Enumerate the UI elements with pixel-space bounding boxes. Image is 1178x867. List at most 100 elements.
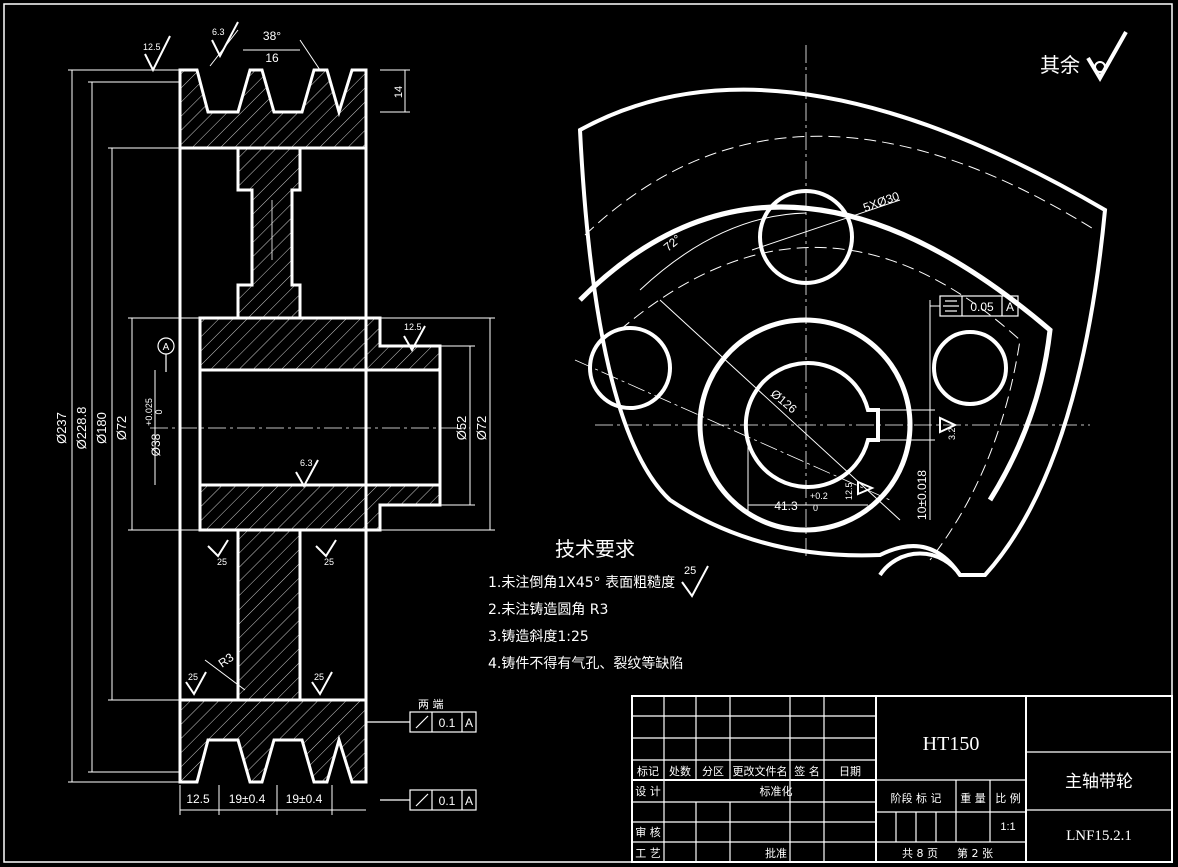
tech-req-item-4: 4.铸件不得有气孔、裂纹等缺陷 (488, 655, 683, 672)
runout-callouts: 两 端 0.1 A 0.1 A (366, 698, 477, 811)
header-zone: 分区 (702, 765, 724, 778)
rim-bottom (178, 698, 368, 784)
tech-requirements: 技术要求 1.未注倒角1X45° 表面粗糙度 2.未注铸造圆角 R3 3.铸造斜… (488, 537, 709, 672)
roughness-3-2: 3.2 (947, 427, 957, 440)
dimension-texts-left: Ø237 Ø228.8 Ø180 Ø72 Ø38 +0.025 0 Ø52 Ø7… (54, 29, 489, 806)
standardization-label: 标准化 (760, 784, 793, 798)
part-name: 主轴带轮 (1065, 772, 1133, 792)
drawing-number: LNF15.2.1 (1066, 828, 1132, 844)
stage-label: 阶段 标 记 (891, 791, 942, 805)
scale-label: 比 例 (995, 791, 1021, 805)
dim-d72-right: Ø72 (474, 416, 489, 441)
datum-a: A (157, 337, 175, 372)
outer-rim (577, 87, 1108, 577)
bore-keyway (743, 361, 880, 489)
hole-bottom (878, 551, 962, 577)
runout-value-1: 0.1 (439, 716, 456, 730)
symmetry-datum: A (1006, 300, 1014, 314)
roughness-25-d: 25 (314, 672, 324, 682)
header-sign: 签 名 (794, 764, 820, 778)
weight-label: 重 量 (960, 791, 986, 805)
header-count: 处数 (669, 765, 691, 778)
runout-icon (415, 715, 429, 729)
dim-d38: Ø38 (149, 433, 163, 456)
other-roughness: 其余 (1040, 31, 1128, 82)
pitch-dia: Ø126 (768, 387, 800, 417)
sheet-label: 第 2 张 (957, 846, 993, 860)
roughness-25-c: 25 (188, 672, 198, 682)
dimension-lines-left (68, 29, 495, 815)
rim-top (178, 68, 368, 150)
roughness-12-5-top: 12.5 (143, 42, 161, 52)
holes-callout: 5XØ30 (861, 189, 901, 215)
dim-d52: Ø52 (454, 416, 469, 441)
keyway-width: 10±0.018 (915, 470, 929, 520)
header-mark: 标记 (637, 764, 659, 778)
keyway-depth: 41.3 (774, 499, 798, 513)
header-date: 日期 (839, 765, 861, 778)
dim-d72: Ø72 (114, 416, 129, 441)
dim-d180: Ø180 (94, 412, 109, 444)
end-view-texts: 5XØ30 72° Ø126 41.3 +0.2 0 10±0.018 (661, 189, 929, 520)
dim-d38-tol-upper: +0.025 (144, 398, 154, 426)
roughness-6-3-top: 6.3 (212, 27, 225, 37)
inner-rim (578, 204, 1053, 502)
title-block (631, 695, 1173, 863)
runout-value-2: 0.1 (439, 794, 456, 808)
tech-req-item-3: 3.铸造斜度1:25 (488, 629, 589, 645)
runout-datum-1: A (465, 716, 473, 730)
approve-label: 批准 (765, 846, 787, 860)
roughness-25-a: 25 (217, 557, 227, 567)
symmetry-icon (943, 300, 959, 312)
review-label: 审 核 (635, 825, 661, 839)
hub-lower (198, 483, 442, 532)
dim-d228: Ø228.8 (74, 407, 89, 450)
process-label: 工 艺 (635, 847, 661, 860)
tech-req-title: 技术要求 (555, 537, 635, 561)
hole-right (932, 330, 1008, 406)
bore (198, 368, 442, 487)
roughness-25-b: 25 (324, 557, 334, 567)
sheets-label: 共 8 页 (902, 847, 938, 860)
dim-d38-tol-lower: 0 (154, 409, 164, 414)
symmetry-frame: 0.05 A (939, 295, 1019, 317)
dim-bottom-2: 19±0.4 (229, 792, 266, 806)
frame-border (3, 3, 1173, 863)
dim-groove-angle: 38° (263, 29, 281, 43)
keyway-tol-upper: +0.2 (810, 491, 828, 501)
roughness-6-3-bore: 6.3 (300, 458, 313, 468)
end-view (574, 45, 1108, 577)
web-bottom (236, 528, 302, 702)
other-roughness-label: 其余 (1040, 53, 1080, 77)
design-label: 设 计 (635, 785, 661, 798)
section-view (150, 68, 470, 784)
roughness-circle-icon (1086, 31, 1128, 82)
dim-bottom-3: 19±0.4 (286, 792, 323, 806)
roughness-symbols-right (857, 416, 958, 496)
runout-note: 两 端 (418, 698, 444, 711)
dim-bottom-1: 12.5 (186, 792, 210, 806)
web-top (236, 146, 302, 320)
scale-value: 1:1 (1000, 821, 1015, 833)
symmetry-value: 0.05 (970, 300, 994, 314)
header-change-doc: 更改文件名 (733, 764, 788, 778)
roughness-check-icon (681, 565, 709, 598)
dim-groove-depth: 14 (393, 86, 405, 98)
fillet-radius: R3 (216, 650, 237, 670)
title-block-texts: HT150 主轴带轮 LNF15.2.1 1:1 标记 处数 分区 更改文件名 … (635, 733, 1133, 860)
roughness-12-5-keyway: 12.5 (844, 482, 854, 500)
roughness-12-5-hub: 12.5 (404, 322, 422, 332)
roughness-symbols-left (144, 21, 426, 696)
roughness-texts-left: 12.5 6.3 12.5 6.3 25 25 25 25 (143, 27, 422, 682)
material: HT150 (923, 733, 980, 755)
hole-left (588, 326, 672, 410)
end-view-dims (639, 199, 940, 521)
tech-req-item-2: 2.未注铸造圆角 R3 (488, 602, 608, 618)
dim-groove-width: 16 (265, 51, 279, 65)
keyway-tol-lower: 0 (813, 503, 818, 513)
runout-icon (415, 793, 429, 807)
datum-a-label: A (163, 342, 170, 353)
tech-req-item-1: 1.未注倒角1X45° 表面粗糙度 (488, 575, 675, 591)
dim-d237: Ø237 (54, 412, 69, 444)
